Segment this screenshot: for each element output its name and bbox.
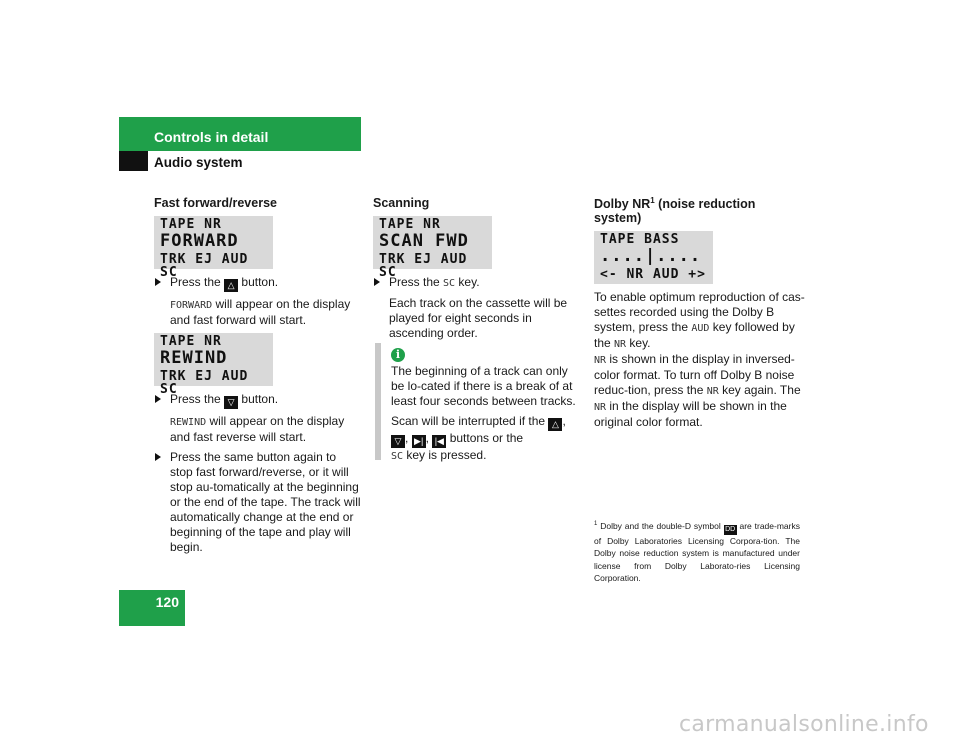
note-content: The beginning of a track can only be lo-…: [391, 364, 583, 464]
footnote-text: are trade-marks of Dolby Laboratories Li…: [594, 520, 800, 584]
column-dolby: Dolby NR1 (noise reduction system) TAPE …: [594, 196, 806, 430]
section-heading: Dolby NR1 (noise reduction system): [594, 196, 806, 225]
body-text: To enable optimum reproduction of cas-se…: [594, 290, 805, 335]
display-scan: TAPE NR SCAN FWD TRK EJ AUD SC: [373, 216, 492, 279]
step-scan: Press the SC key.: [373, 275, 583, 291]
body-text: in the display will be shown in the orig…: [594, 399, 787, 430]
skip-forward-icon: ▶|: [411, 435, 426, 448]
subsection-marker: [119, 151, 148, 171]
footnote-number: 1: [594, 521, 598, 527]
step-rewind: Press the ▽ button.: [154, 392, 362, 409]
column-scanning: Scanning TAPE NR SCAN FWD TRK EJ AUD SC …: [373, 196, 583, 341]
body-text: key followed by the: [594, 320, 795, 351]
up-arrow-icon: △: [224, 279, 239, 292]
display-line: TAPE NR: [160, 217, 222, 232]
page-number-box: [119, 590, 185, 626]
down-arrow-icon: ▽: [224, 396, 239, 409]
step-text: Press the: [170, 275, 221, 289]
footnote-ref: 1: [650, 196, 655, 205]
step-text: key.: [455, 275, 480, 289]
note-text: key is pressed.: [403, 448, 487, 462]
step-text: button.: [241, 392, 279, 406]
display-bass: TAPE BASS ....|.... <- NR AUD +>: [594, 231, 713, 285]
section-heading: Scanning: [373, 196, 430, 210]
skip-back-icon: |◀: [432, 435, 447, 448]
step-text: Press the: [170, 392, 221, 406]
body-text: key again. The: [718, 383, 801, 398]
step-forward: Press the △ button.: [154, 275, 362, 292]
body-text: is shown in the display in inversed-colo…: [594, 352, 795, 398]
rewind-description: REWIND will appear on the display and fa…: [154, 414, 362, 445]
desc-text: will appear on the display and fast reve…: [170, 414, 345, 444]
display-code: SC: [391, 451, 404, 462]
display-forward: TAPE NR FORWARD TRK EJ AUD SC: [154, 216, 273, 279]
dolby-paragraph: To enable optimum reproduction of cas-se…: [594, 290, 806, 430]
desc-text: will appear on the display and fast forw…: [170, 297, 351, 327]
note-text: Scan will be interrupted if the: [391, 414, 546, 428]
forward-description: FORWARD will appear on the display and f…: [154, 297, 362, 328]
display-code: REWIND: [170, 417, 207, 428]
footnote-text: Dolby and the double-D symbol: [600, 520, 721, 531]
down-arrow-icon: ▽: [391, 435, 405, 448]
footnote: 1 Dolby and the double-D symbol DD are t…: [594, 518, 800, 585]
step-text: Press the: [389, 275, 444, 289]
display-code: AUD: [691, 323, 710, 335]
info-icon: i: [391, 348, 405, 362]
display-code: NR: [614, 339, 627, 351]
display-code: SC: [443, 278, 456, 289]
section-title: Controls in detail: [154, 129, 269, 145]
display-line: REWIND: [160, 348, 228, 368]
column-fast-forward: Fast forward/reverse TAPE NR FORWARD TRK…: [154, 196, 362, 555]
display-line: ....|....: [600, 246, 702, 267]
note-text: The beginning of a track can only be lo-…: [391, 364, 576, 408]
watermark: carmanualsonline.info: [679, 712, 929, 737]
display-rewind: TAPE NR REWIND TRK EJ AUD SC: [154, 333, 273, 396]
display-line: TAPE BASS: [600, 232, 680, 248]
scan-description: Each track on the cassette will be playe…: [389, 296, 568, 340]
display-code: NR: [594, 402, 607, 414]
body-text: key.: [626, 336, 651, 351]
section-heading: Fast forward/reverse: [154, 196, 277, 210]
display-code: NR: [594, 355, 607, 367]
note-text: buttons or the: [449, 431, 524, 445]
display-line: SCAN FWD: [379, 231, 469, 251]
display-code: NR: [706, 386, 719, 398]
step-stop: Press the same button again to stop fast…: [154, 450, 362, 555]
display-line: TRK EJ AUD SC: [160, 369, 249, 397]
note-bar: [375, 343, 381, 460]
dolby-logo-icon: DD: [723, 524, 737, 535]
display-line: <- NR AUD +>: [600, 267, 706, 283]
page-number: 120: [155, 594, 179, 610]
up-arrow-icon: △: [548, 418, 563, 431]
step-text: button.: [241, 275, 279, 289]
display-line: TRK EJ AUD SC: [160, 252, 249, 280]
display-code: FORWARD: [170, 300, 213, 311]
header-band: [119, 117, 361, 151]
display-line: TAPE NR: [379, 217, 441, 232]
display-line: TAPE NR: [160, 334, 222, 349]
heading-text: (noise reduction system): [594, 197, 756, 226]
display-line: FORWARD: [160, 231, 239, 251]
note-interrupt: Scan will be interrupted if the △, ▽, ▶|…: [391, 414, 566, 462]
subsection-title: Audio system: [154, 155, 243, 170]
display-line: TRK EJ AUD SC: [379, 252, 468, 280]
heading-text: Dolby NR: [594, 197, 651, 212]
